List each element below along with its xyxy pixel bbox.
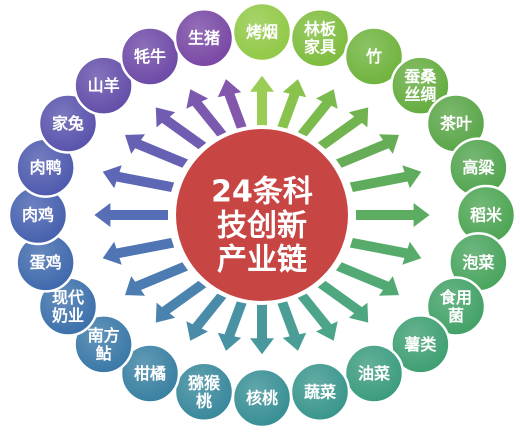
industry-2-arrow: [277, 79, 307, 129]
industry-6-label-line-1: 高粱: [462, 158, 495, 177]
industry-18-label-line-1: 蛋鸡: [30, 253, 62, 272]
industry-10-node: 薯类: [390, 314, 451, 375]
industry-11-node: 油菜: [343, 343, 405, 404]
industry-11-label-line-1: 油菜: [358, 364, 390, 383]
center-title-line-2: 技创新: [217, 209, 307, 244]
industry-24-label-line-1: 生猪: [188, 29, 220, 48]
industry-9-arrow: [336, 262, 399, 296]
industry-16-node: 南方鲇: [73, 314, 134, 375]
industry-5-arrow: [336, 134, 399, 168]
industry-23-node: 牦牛: [119, 26, 181, 87]
industry-15-node: 柑橘: [119, 343, 181, 404]
industry-7-label-line-1: 稻米: [470, 206, 503, 225]
industry-3-arrow: [297, 89, 338, 137]
industry-15-arrow: [186, 293, 227, 341]
industry-11-arrow: [297, 293, 338, 341]
center-circle: [172, 125, 352, 305]
industry-19-label-line-1: 肉鸡: [22, 206, 54, 225]
industry-19-node: 肉鸡: [7, 184, 69, 246]
industry-4-circle: [390, 55, 451, 116]
industry-17-label-line-2: 奶业: [52, 306, 84, 325]
industry-1-node: 烤烟: [231, 1, 293, 63]
industry-3-circle: [343, 26, 405, 87]
industry-4-arrow: [317, 107, 369, 150]
industry-22-node: 山羊: [73, 55, 134, 116]
industry-18-arrow: [102, 238, 175, 265]
industry-9-node: 食用菌: [425, 276, 487, 337]
industry-22-circle: [73, 55, 134, 116]
industry-16-label-line-2: 鲇: [96, 344, 112, 363]
industry-14-label-line-2: 桃: [196, 391, 212, 410]
industry-7-arrow: [356, 203, 430, 227]
industry-15-label-line-1: 柑橘: [134, 364, 166, 383]
industry-3-node: 竹: [343, 26, 405, 87]
industry-10-label-line-1: 薯类: [403, 335, 437, 354]
industry-16-circle: [73, 314, 134, 375]
industry-20-arrow: [102, 165, 175, 192]
industry-22-arrow: [155, 107, 207, 150]
industry-5-label-line-1: 茶叶: [439, 114, 472, 133]
industry-10-circle: [390, 314, 451, 375]
industry-17-label-line-1: 现代: [52, 288, 84, 307]
industry-8-label-line-1: 泡菜: [462, 253, 494, 272]
industry-24-arrow: [217, 79, 247, 129]
industry-20-label-line-1: 肉鸭: [30, 158, 62, 177]
industry-14-label-line-1: 猕猴: [188, 373, 221, 392]
industry-8-arrow: [349, 238, 422, 265]
industry-2-circle: [289, 7, 351, 69]
industry-2-label-line-2: 家具: [304, 38, 336, 57]
industry-15-circle: [119, 343, 181, 404]
industry-14-arrow: [217, 301, 247, 351]
industry-14-circle: [173, 361, 235, 423]
industry-12-arrow: [277, 301, 307, 351]
industry-14-node: 猕猴桃: [173, 361, 235, 423]
industry-16-label-line-1: 南方: [88, 326, 120, 345]
industry-18-node: 蛋鸡: [15, 232, 76, 293]
industry-21-circle: [37, 93, 99, 154]
industry-24-circle: [173, 7, 235, 69]
industry-16-arrow: [155, 280, 207, 323]
center-title-line-1: 24条科: [211, 175, 313, 210]
industry-21-arrow: [125, 134, 188, 168]
industry-21-label-line-1: 家兔: [52, 114, 84, 133]
industry-11-circle: [343, 343, 405, 404]
industry-1-label-line-1: 烤烟: [246, 23, 278, 42]
industry-24-node: 生猪: [173, 7, 235, 69]
industry-13-label-line-1: 核桃: [246, 389, 278, 408]
industry-6-arrow: [349, 165, 422, 192]
nodes-layer: 烤烟林板家具竹蚕桑丝绸茶叶高粱稻米泡菜食用菌薯类油菜蔬菜核桃猕猴桃柑橘南方鲇现代…: [7, 1, 517, 429]
industry-9-circle: [425, 276, 487, 337]
industry-3-label-line-1: 竹: [365, 47, 382, 66]
industry-4-label-line-2: 丝绸: [404, 85, 436, 104]
industry-4-label-line-1: 蚕桑: [403, 67, 437, 86]
industry-22-label-line-1: 山羊: [88, 76, 120, 95]
industry-1-arrow: [250, 75, 274, 126]
industry-12-label-line-1: 蔬菜: [304, 382, 336, 401]
industry-13-node: 核桃: [231, 367, 293, 429]
industry-23-label-line-1: 牦牛: [134, 47, 166, 66]
industry-23-arrow: [186, 89, 227, 137]
industry-8-node: 泡菜: [448, 232, 509, 293]
industry-6-node: 高粱: [448, 137, 509, 198]
industry-10-arrow: [317, 280, 369, 323]
industry-2-label-line-1: 林板: [304, 20, 337, 39]
industry-19-arrow: [94, 203, 168, 227]
industry-21-node: 家兔: [37, 93, 99, 154]
center-title-line-3: 产业链: [217, 243, 307, 278]
industry-12-node: 蔬菜: [289, 361, 351, 423]
arrows-layer: [94, 75, 430, 355]
industry-17-arrow: [125, 262, 188, 296]
industry-9-label-line-2: 菌: [448, 306, 464, 325]
industry-9-label-line-1: 食用: [439, 288, 472, 307]
industry-13-arrow: [250, 304, 274, 355]
industry-23-circle: [119, 26, 181, 87]
center-hub: 24条科 技创新 产业链: [172, 125, 352, 305]
